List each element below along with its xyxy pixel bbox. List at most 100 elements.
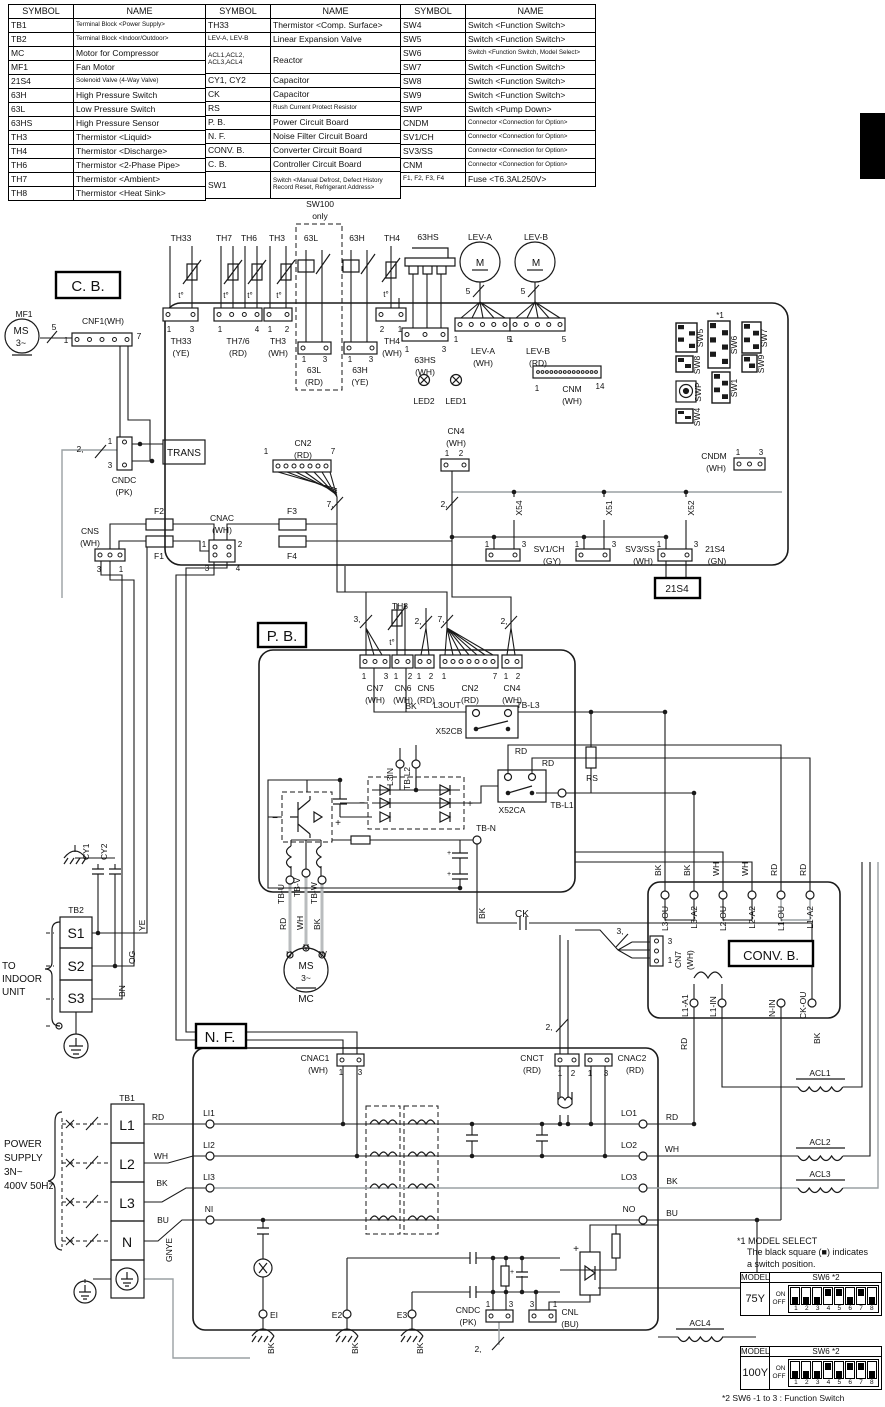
junction-dot (503, 1255, 509, 1261)
junction-dot (491, 534, 497, 540)
dip-block-1[interactable] (707, 320, 731, 369)
leva-top-label: LEV-A (468, 232, 492, 242)
cn6b-name-label: CN6 (394, 683, 411, 693)
igbt-module-region (281, 791, 333, 843)
resistor-rs (585, 746, 597, 769)
pin (505, 1313, 511, 1319)
th4-top-label: TH4 (384, 233, 400, 243)
dip-block-3[interactable] (675, 355, 694, 373)
ckou-label: CK-OU (798, 992, 808, 1019)
pin (461, 462, 467, 468)
cn6b-2-label: 2 (408, 672, 413, 681)
junction-dot (340, 1121, 346, 1127)
tb2-brace (44, 921, 61, 1027)
l1ou-label: L1-OU (776, 906, 786, 931)
pin (468, 322, 474, 327)
dip-block-2[interactable] (741, 321, 762, 354)
connector-body (343, 341, 378, 355)
terminal-tbn (472, 835, 482, 845)
connector-body (657, 548, 693, 562)
swp-button[interactable] (675, 380, 697, 403)
junction-dot (754, 1217, 760, 1223)
connector-h63c (343, 341, 378, 355)
pin (736, 461, 742, 467)
sv1-1-label: 1 (485, 540, 490, 549)
bk-lo3-label: BK (666, 1176, 678, 1186)
l63-p3-label: 3 (323, 355, 328, 364)
legend-symbol: ACL1,ACL2,ACL3,ACL4 (205, 46, 271, 74)
tb1-n-label: N (122, 1234, 132, 1250)
pin (440, 332, 446, 337)
cnm-name-label: CNM (562, 384, 581, 394)
cnl-1-label: 1 (553, 1300, 558, 1309)
junction-dot (469, 1153, 475, 1159)
tbl3-label: TB-L3 (516, 700, 539, 710)
arrester-symbol (253, 1258, 273, 1278)
tbn-label: TB-N (476, 823, 496, 833)
rd-u-label: RD (278, 918, 288, 930)
th3-p1-label: 1 (268, 325, 273, 334)
plus-c1-label: + (447, 850, 451, 857)
dip-segment (678, 325, 684, 330)
trans-label: TRANS (167, 448, 201, 459)
cnct-col-label: (RD) (523, 1065, 541, 1075)
pin (594, 370, 598, 374)
tbv-label: TB-V (292, 877, 302, 897)
cns-1-label: 1 (119, 565, 124, 574)
sw1-label: SW1 (729, 379, 739, 398)
cndm-1-label: 1 (736, 448, 741, 457)
pin (602, 552, 608, 558)
bridge-diodes (379, 777, 452, 823)
no-label: NO (623, 1204, 636, 1214)
l1in-label: L1-IN (708, 996, 718, 1017)
ps-1-label: POWER (4, 1139, 42, 1150)
connector-body (501, 654, 523, 669)
reactor-coils (676, 1078, 845, 1343)
pin (480, 322, 485, 327)
rd-1-label: RD (515, 746, 527, 756)
acl3-label: ACL3 (809, 1169, 831, 1179)
cn4b-2-label: 2 (516, 672, 521, 681)
swp-label: SWP (693, 382, 703, 402)
pin (117, 552, 123, 558)
pin (571, 370, 576, 374)
dip-block-5[interactable] (711, 371, 731, 404)
junction-dot (663, 534, 669, 540)
tbu-label: TB-U (276, 884, 286, 904)
tbl2-label: TB-L2 (402, 767, 412, 790)
pin (571, 1057, 577, 1063)
cnl-3-label: 3 (530, 1300, 535, 1309)
connector-th76c (213, 307, 263, 322)
cn5b-col-label: (RD) (417, 695, 435, 705)
pin (443, 462, 449, 468)
noise-filter-board-outline (192, 1047, 659, 1331)
pin (124, 337, 130, 342)
cn6b-col-label: (WH) (393, 695, 413, 705)
cn7b-1-label: 1 (362, 672, 367, 681)
dip-block-0[interactable] (675, 322, 698, 353)
cnac1-col-label: (WH) (308, 1065, 328, 1075)
dip-block-6[interactable] (675, 408, 694, 424)
cnct-2-label: 2 (571, 1069, 576, 1078)
pin (604, 1057, 610, 1063)
cndc2-name-label: CNDC (456, 1305, 481, 1315)
th33-top-label: TH33 (171, 233, 192, 243)
pin (426, 659, 432, 664)
board-outlines (164, 302, 841, 1331)
cnac-3-label: 3 (205, 564, 210, 573)
v-label: V (303, 943, 309, 952)
minus-br-label: − (359, 798, 365, 809)
connector-l63c (297, 341, 332, 355)
junction-dot (601, 489, 607, 495)
levb-p1-label: 1 (509, 335, 514, 344)
cn2b-sl-label: 7, (437, 614, 444, 624)
relay-x52ca (497, 769, 547, 803)
dip-block-4[interactable] (741, 354, 758, 373)
cndm-3-label: 3 (759, 448, 764, 457)
terminal-li3 (205, 1183, 215, 1193)
f4-label: F4 (287, 551, 297, 561)
